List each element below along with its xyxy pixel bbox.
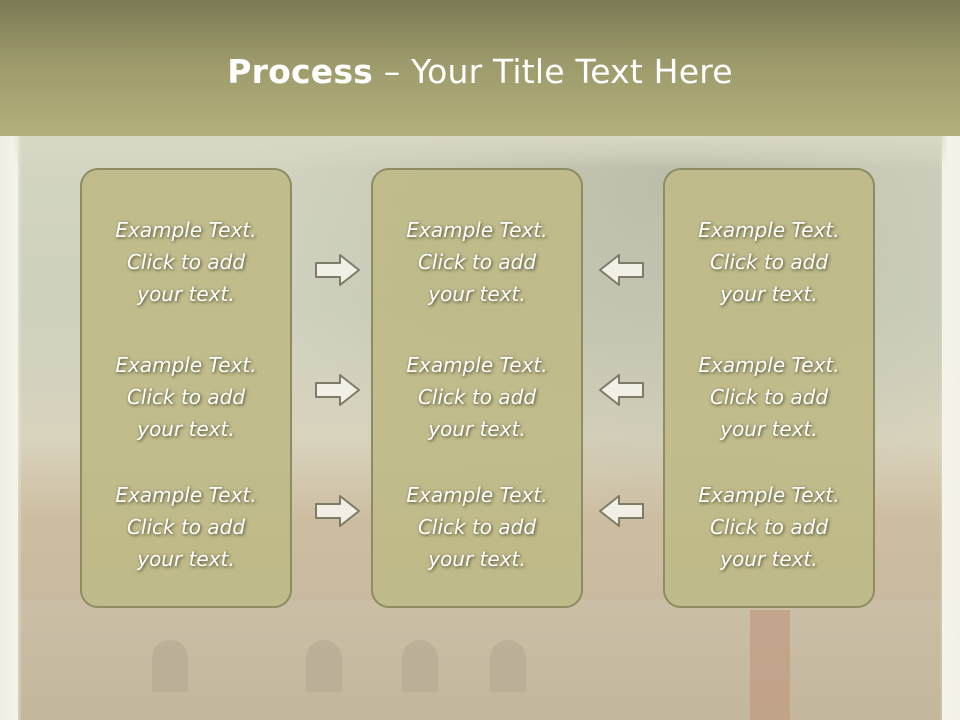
left-arrow-icon[interactable] bbox=[597, 493, 645, 529]
text-line: Example Text. bbox=[406, 353, 548, 377]
text-line: Click to add bbox=[126, 250, 246, 274]
background-arch bbox=[402, 640, 438, 692]
text-line: Example Text. bbox=[115, 353, 257, 377]
text-placeholder[interactable]: Example Text. Click to add your text. bbox=[373, 214, 581, 310]
text-placeholder[interactable]: Example Text. Click to add your text. bbox=[665, 214, 873, 310]
text-line: your text. bbox=[720, 282, 818, 306]
left-arrow-icon[interactable] bbox=[597, 372, 645, 408]
title-bold: Process bbox=[227, 52, 374, 91]
text-line: your text. bbox=[720, 417, 818, 441]
slide-title[interactable]: Process – Your Title Text Here bbox=[0, 52, 960, 91]
process-box-left[interactable]: Example Text. Click to add your text. Ex… bbox=[80, 168, 292, 608]
text-placeholder[interactable]: Example Text. Click to add your text. bbox=[373, 479, 581, 575]
text-line: Click to add bbox=[417, 385, 537, 409]
text-line: Click to add bbox=[709, 515, 829, 539]
text-line: Click to add bbox=[417, 515, 537, 539]
right-arrow-icon[interactable] bbox=[314, 252, 362, 288]
background-frame-right bbox=[940, 136, 960, 720]
text-line: your text. bbox=[720, 547, 818, 571]
right-arrow-icon[interactable] bbox=[314, 372, 362, 408]
left-arrow-icon[interactable] bbox=[597, 252, 645, 288]
text-line: Example Text. bbox=[115, 483, 257, 507]
text-line: your text. bbox=[428, 417, 526, 441]
text-line: Click to add bbox=[126, 515, 246, 539]
background-arch bbox=[306, 640, 342, 692]
text-line: your text. bbox=[137, 282, 235, 306]
text-line: Example Text. bbox=[698, 483, 840, 507]
text-placeholder[interactable]: Example Text. Click to add your text. bbox=[82, 349, 290, 445]
right-arrow-icon[interactable] bbox=[314, 493, 362, 529]
process-box-center[interactable]: Example Text. Click to add your text. Ex… bbox=[371, 168, 583, 608]
text-line: Example Text. bbox=[406, 483, 548, 507]
process-box-right[interactable]: Example Text. Click to add your text. Ex… bbox=[663, 168, 875, 608]
text-placeholder[interactable]: Example Text. Click to add your text. bbox=[665, 479, 873, 575]
text-line: Click to add bbox=[709, 385, 829, 409]
background-frame-left bbox=[0, 136, 22, 720]
text-line: your text. bbox=[137, 547, 235, 571]
title-band: Process – Your Title Text Here bbox=[0, 0, 960, 136]
text-placeholder[interactable]: Example Text. Click to add your text. bbox=[82, 214, 290, 310]
text-line: Click to add bbox=[126, 385, 246, 409]
background-arch bbox=[490, 640, 526, 692]
text-line: your text. bbox=[137, 417, 235, 441]
background-frame-top bbox=[0, 136, 960, 168]
title-rest: – Your Title Text Here bbox=[373, 52, 733, 91]
text-placeholder[interactable]: Example Text. Click to add your text. bbox=[665, 349, 873, 445]
text-line: your text. bbox=[428, 282, 526, 306]
text-line: Click to add bbox=[709, 250, 829, 274]
background-tower bbox=[750, 610, 790, 720]
text-placeholder[interactable]: Example Text. Click to add your text. bbox=[82, 479, 290, 575]
text-line: your text. bbox=[428, 547, 526, 571]
text-line: Example Text. bbox=[698, 353, 840, 377]
text-line: Click to add bbox=[417, 250, 537, 274]
text-line: Example Text. bbox=[698, 218, 840, 242]
text-placeholder[interactable]: Example Text. Click to add your text. bbox=[373, 349, 581, 445]
text-line: Example Text. bbox=[406, 218, 548, 242]
background-arch bbox=[152, 640, 188, 692]
text-line: Example Text. bbox=[115, 218, 257, 242]
